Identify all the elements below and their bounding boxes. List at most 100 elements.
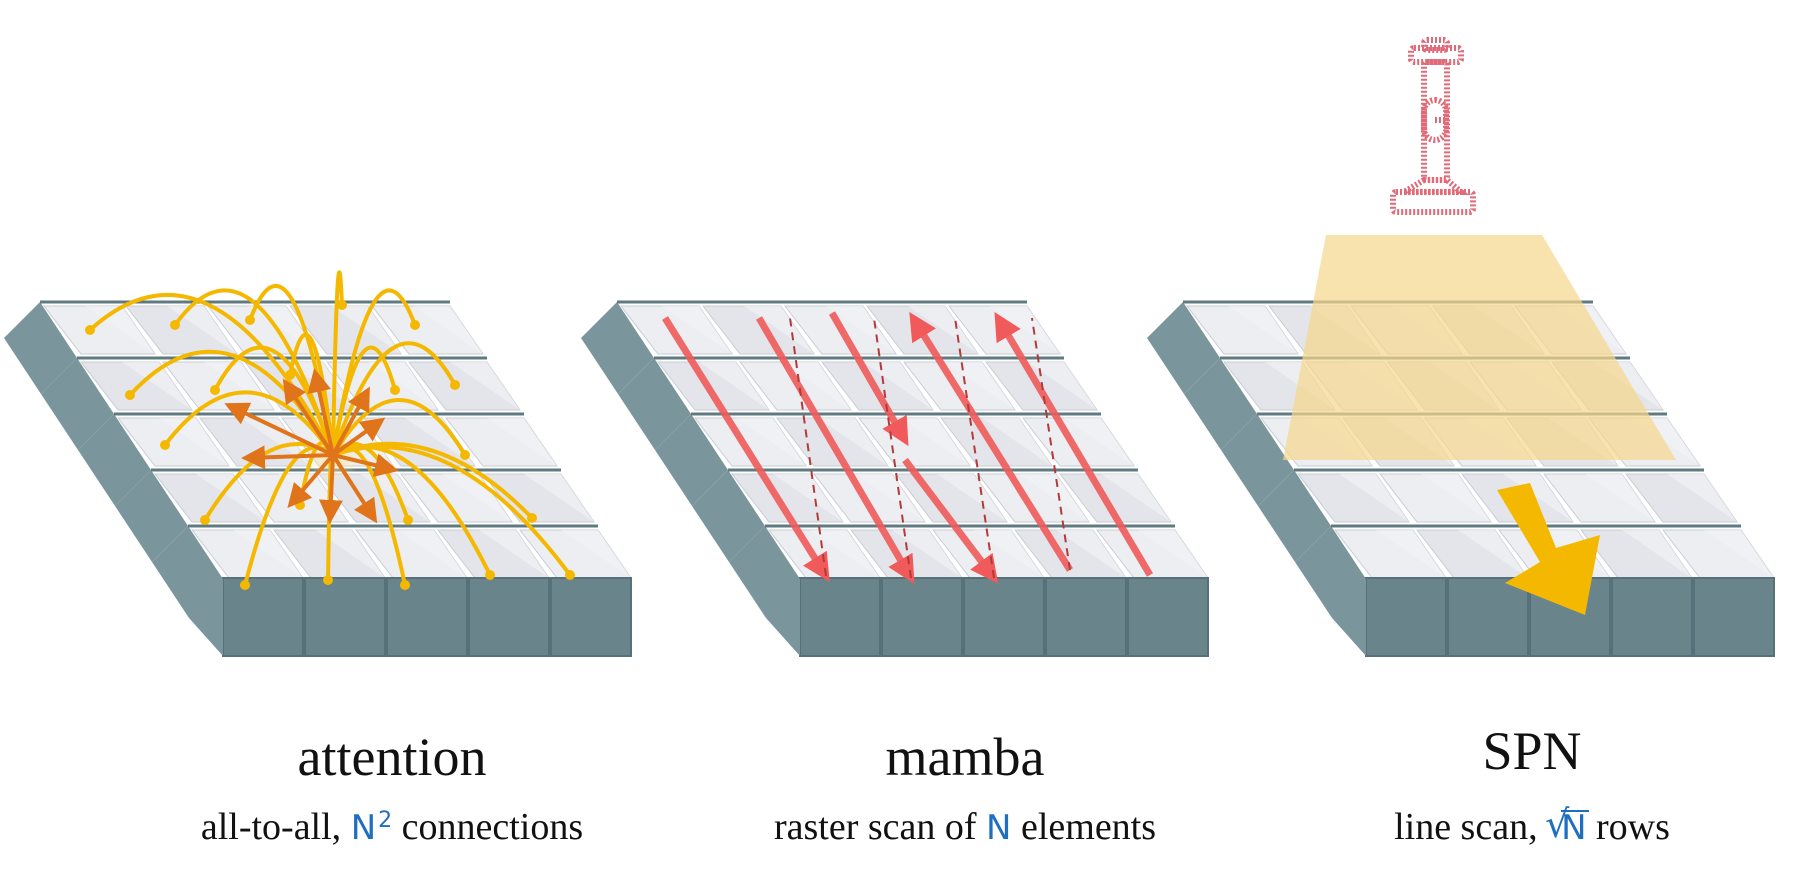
tile-highlight: [699, 362, 769, 410]
attention-sub-after: connections: [401, 806, 584, 848]
mamba-raster-scan-arrows: [662, 311, 1154, 585]
tile-side: [655, 414, 728, 506]
tile-side: [1147, 302, 1220, 394]
tile-highlight: [442, 474, 512, 522]
attention-local-arrow: [331, 417, 386, 457]
attention-local-arrow: [332, 453, 399, 477]
tile-highlight: [945, 362, 1015, 410]
attention-target-dot: [160, 440, 170, 450]
tile-highlight: [487, 418, 557, 466]
tile-highlight: [810, 530, 880, 578]
attention-local-arrow: [307, 368, 335, 456]
tile-highlight: [1228, 306, 1298, 354]
tile-highlight: [1421, 474, 1491, 522]
attention-connection-arrow: [331, 398, 467, 457]
tile-highlight: [241, 418, 311, 466]
spn-scan-overlay: [1283, 37, 1676, 615]
attention-local-arrow: [241, 445, 334, 470]
tile-highlight: [233, 530, 303, 578]
attention-sub-before: all-to-all,: [200, 806, 342, 848]
tile-highlight: [1056, 530, 1126, 578]
spn-var-n: N: [1561, 808, 1587, 848]
attention-target-dot: [565, 570, 575, 580]
attention-local-arrow: [331, 386, 370, 456]
tile-highlight: [744, 306, 814, 354]
tile-highlight: [937, 474, 1007, 522]
mamba-scan-arrow: [662, 316, 830, 582]
tile-highlight: [167, 306, 237, 354]
tile-highlight: [1064, 418, 1134, 466]
attention-target-dot: [400, 580, 410, 590]
attention-connection-arrow: [331, 270, 344, 456]
tile-front: [468, 577, 550, 657]
tile-front: [1447, 577, 1529, 657]
tile-highlight: [826, 306, 896, 354]
tile-highlight: [1101, 474, 1171, 522]
spn-scan-direction-arrow: [1497, 483, 1600, 615]
tile-highlight: [818, 418, 888, 466]
attention-connection-arrow: [331, 341, 457, 456]
attention-title: attention: [297, 727, 487, 787]
tile-side: [152, 526, 225, 618]
tile-highlight: [1138, 530, 1208, 578]
tile-side: [692, 470, 765, 562]
tile-highlight: [122, 362, 192, 410]
tile-highlight: [397, 530, 467, 578]
spn-sub-after: rows: [1596, 806, 1670, 848]
tile-highlight: [561, 530, 631, 578]
tile-highlight: [479, 530, 549, 578]
tile-corner: [189, 578, 223, 656]
tile-side: [4, 302, 77, 394]
attention-var-n: N: [350, 808, 377, 848]
tile-front: [799, 577, 881, 657]
attention-connection-arrow: [332, 445, 572, 577]
tile-side: [1184, 358, 1257, 450]
attention-local-arrow: [287, 453, 335, 509]
attention-variable: N2: [351, 808, 392, 848]
tile-highlight: [990, 306, 1060, 354]
attention-target-dot: [460, 450, 470, 460]
tile-highlight: [1339, 474, 1409, 522]
attention-local-arrow: [224, 402, 334, 457]
attention-target-dot: [390, 385, 400, 395]
tile-front: [1127, 577, 1209, 657]
mamba-return-line: [954, 317, 995, 579]
tile-front: [550, 577, 632, 657]
tile-highlight: [1458, 530, 1528, 578]
sqrt-symbol: √: [1545, 802, 1570, 846]
mamba-grid: [581, 300, 1209, 657]
tile-side: [1258, 470, 1331, 562]
mamba-return-line: [1031, 317, 1071, 571]
tile-side: [729, 526, 802, 618]
tile-highlight: [1503, 474, 1573, 522]
tile-highlight: [196, 474, 266, 522]
attention-connection-arrow: [331, 345, 397, 456]
attention-exponent: 2: [378, 807, 393, 833]
tile-highlight: [1019, 474, 1089, 522]
mamba-scan-arrow: [994, 311, 1154, 577]
attention-connection-arrow: [213, 345, 335, 456]
tile-side: [618, 358, 691, 450]
tile-highlight: [773, 474, 843, 522]
tile-side: [1221, 414, 1294, 506]
sqrt-bar: [1561, 810, 1589, 812]
tile-front: [386, 577, 468, 657]
tile-front: [1611, 577, 1693, 657]
tile-highlight: [781, 362, 851, 410]
spn-variable: √N: [1545, 802, 1589, 848]
tile-highlight: [908, 306, 978, 354]
spn-subtitle: line scan, √N rows: [1232, 802, 1809, 849]
attention-target-dot: [323, 575, 333, 585]
mamba-title: mamba: [885, 727, 1045, 787]
attention-target-dot: [485, 570, 495, 580]
tile-highlight: [1704, 530, 1774, 578]
tile-highlight: [982, 418, 1052, 466]
mamba-subtitle: raster scan of N elements: [665, 805, 1265, 849]
mamba-variable: N: [986, 808, 1012, 848]
mamba-sub-before: raster scan of: [773, 806, 977, 848]
tile-highlight: [855, 474, 925, 522]
tile-highlight: [1376, 530, 1446, 578]
attention-local-arrow: [331, 453, 378, 524]
tile-highlight: [900, 418, 970, 466]
